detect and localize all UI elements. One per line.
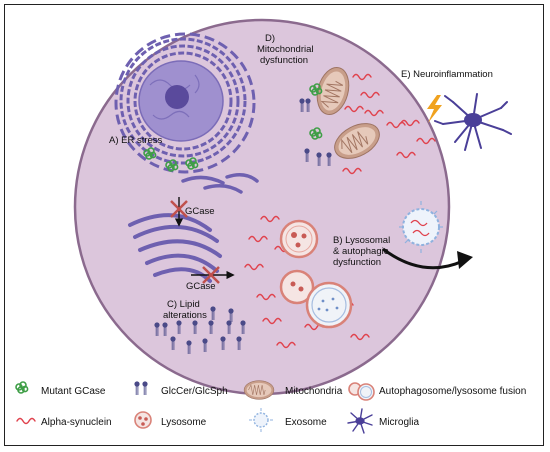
mutant-gcase-icon	[15, 381, 29, 394]
exosome-release-arrowhead	[457, 251, 473, 269]
microglia-icon	[347, 408, 373, 434]
endoplasmic-reticulum	[114, 32, 256, 174]
legend-label-lysosome: Lysosome	[161, 417, 207, 428]
legend-label-alpha-synuclein: Alpha-synuclein	[41, 417, 112, 428]
legend-label-fusion: Autophagosome/lysosome fusion	[379, 386, 526, 397]
label-lipid-2: alterations	[163, 310, 207, 321]
legend-label-exosome: Exosome	[285, 417, 327, 428]
glccer-icon	[133, 380, 149, 396]
lysosome-icon	[134, 411, 152, 429]
label-er-stress: A) ER stress	[109, 135, 163, 146]
legend: Mutant GCase GlcCer/GlcSph Mitochondria …	[15, 380, 526, 434]
exosome-release-arrow	[382, 247, 464, 270]
golgi-apparatus	[128, 213, 222, 283]
label-lipid-1: C) Lipid	[167, 299, 200, 310]
alpha-synuclein-icon	[16, 417, 36, 425]
autophagosome-fusion-icon	[348, 382, 375, 401]
label-gcase-bottom: GCase	[186, 281, 216, 292]
label-mito-2: Mitochondrial	[257, 44, 314, 55]
legend-label-mitochondria: Mitochondria	[285, 386, 343, 397]
lightning-icon	[427, 95, 442, 123]
inhibit-x-top	[170, 200, 188, 218]
microglia-soma	[464, 113, 482, 127]
label-gcase-top: GCase	[185, 206, 215, 217]
microglia-cell	[434, 93, 512, 151]
exosome-icon	[249, 408, 273, 432]
label-lysosomal-3: dysfunction	[333, 257, 381, 268]
er-tubules	[181, 173, 259, 194]
label-mito-3: dysfunction	[260, 55, 308, 66]
legend-label-microglia: Microglia	[379, 417, 419, 428]
label-neuroinflammation: E) Neuroinflammation	[401, 69, 493, 80]
inhibit-x-bottom	[202, 266, 220, 284]
legend-label-mutant-gcase: Mutant GCase	[41, 386, 106, 397]
label-mito-1: D)	[265, 33, 275, 44]
legend-label-glccer: GlcCer/GlcSph	[161, 386, 228, 397]
label-lysosomal-2: & autophagic	[333, 246, 389, 257]
nucleolus	[165, 85, 189, 109]
autophagosome-lysosome-fusion	[279, 269, 353, 329]
diagram-canvas: A) ER stress GCase GCase B) Lysosomal & …	[15, 18, 526, 434]
mitochondria-icon	[243, 380, 275, 400]
lysosome-upper	[279, 219, 319, 259]
neuron-cell	[73, 18, 451, 396]
label-lysosomal-1: B) Lysosomal	[333, 235, 390, 246]
figure-frame: A) ER stress GCase GCase B) Lysosomal & …	[4, 4, 544, 446]
exosome	[399, 201, 443, 253]
